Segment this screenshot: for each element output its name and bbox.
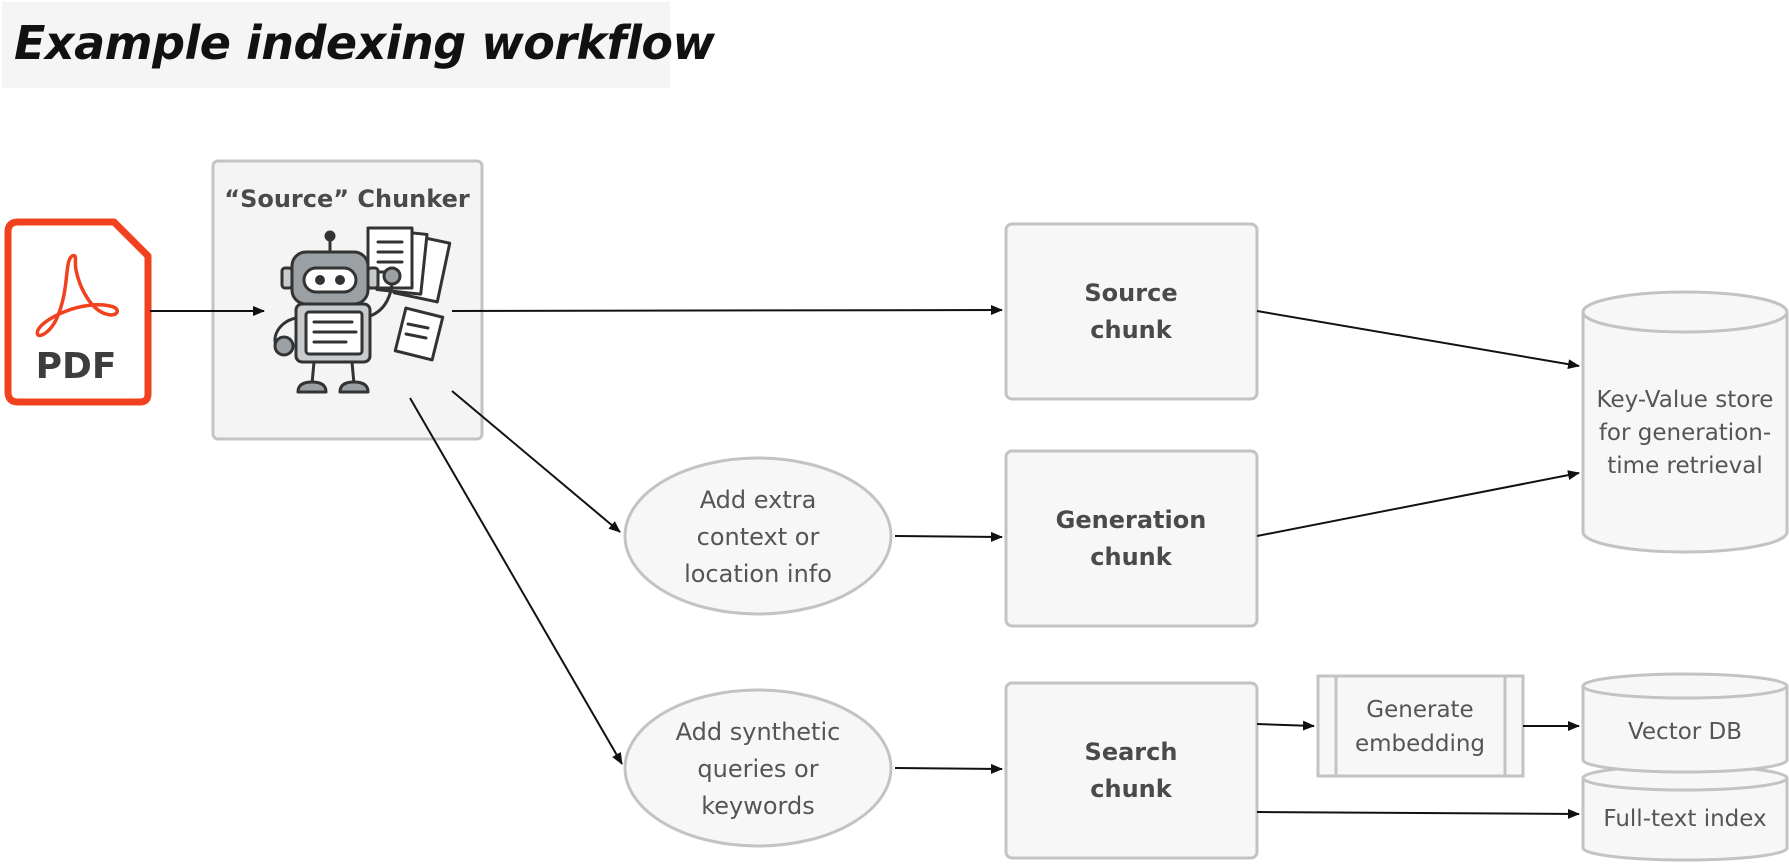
pdf-file-icon: PDF [4,218,152,406]
acrobat-logo-icon [35,253,119,338]
source-chunk-line-1: Source [1084,279,1177,307]
generation-chunk-line-1: Generation [1056,506,1207,534]
chunker-label: “Source” Chunker [224,185,470,213]
title-banner: Example indexing workflow [2,2,715,88]
arrow-chunker-to-synthetic [409,397,623,765]
add-context-line-1: Add extra [700,486,817,514]
arrow-context-to-generation-chunk [894,531,1003,542]
arrow-chunker-to-context [451,390,621,533]
add-synthetic-step: Add synthetic queries or keywords [623,688,893,848]
generation-chunk-box: Generation chunk [1004,449,1259,628]
source-chunker-box: “Source” Chunker [211,159,484,441]
arrow-chunker-to-source-chunk [451,305,1003,316]
search-chunk-line-1: Search [1085,738,1178,766]
source-chunk-line-2: chunk [1090,316,1172,344]
page-title: Example indexing workflow [14,16,715,70]
arrow-search-chunk-to-fulltext [1256,808,1580,819]
add-synthetic-line-1: Add synthetic [676,718,841,746]
add-synthetic-line-2: queries or [697,755,818,783]
generate-embedding-step: Generate embedding [1316,674,1525,778]
generate-embedding-line-1: Generate [1366,697,1473,723]
fulltext-index-label: Full-text index [1603,806,1766,832]
add-context-step: Add extra context or location info [623,456,893,616]
fulltext-index-cylinder: Full-text index [1581,764,1789,862]
add-synthetic-line-3: keywords [701,792,815,820]
arrow-search-chunk-to-embedding [1256,720,1315,731]
kv-store-line-3: time retrieval [1607,453,1763,479]
add-context-line-3: location info [684,560,832,588]
kv-store-line-2: for generation- [1599,420,1771,446]
key-value-store-cylinder: Key-Value store for generation- time ret… [1581,290,1789,554]
kv-store-line-1: Key-Value store [1597,387,1774,413]
connectors [150,305,1580,819]
source-chunk-box: Source chunk [1004,222,1259,401]
search-chunk-box: Search chunk [1004,681,1259,860]
vector-db-cylinder: Vector DB [1581,672,1789,774]
search-chunk-line-2: chunk [1090,775,1172,803]
pdf-label: PDF [36,346,117,387]
robot-with-documents-icon [273,226,452,394]
arrow-synthetic-to-search-chunk [894,763,1003,774]
generate-embedding-line-2: embedding [1355,731,1485,757]
vector-db-label: Vector DB [1628,719,1742,745]
arrow-generation-chunk-to-kv-store [1256,470,1580,537]
add-context-line-2: context or [697,523,820,551]
arrow-source-chunk-to-kv-store [1256,310,1580,370]
generation-chunk-line-2: chunk [1090,543,1172,571]
